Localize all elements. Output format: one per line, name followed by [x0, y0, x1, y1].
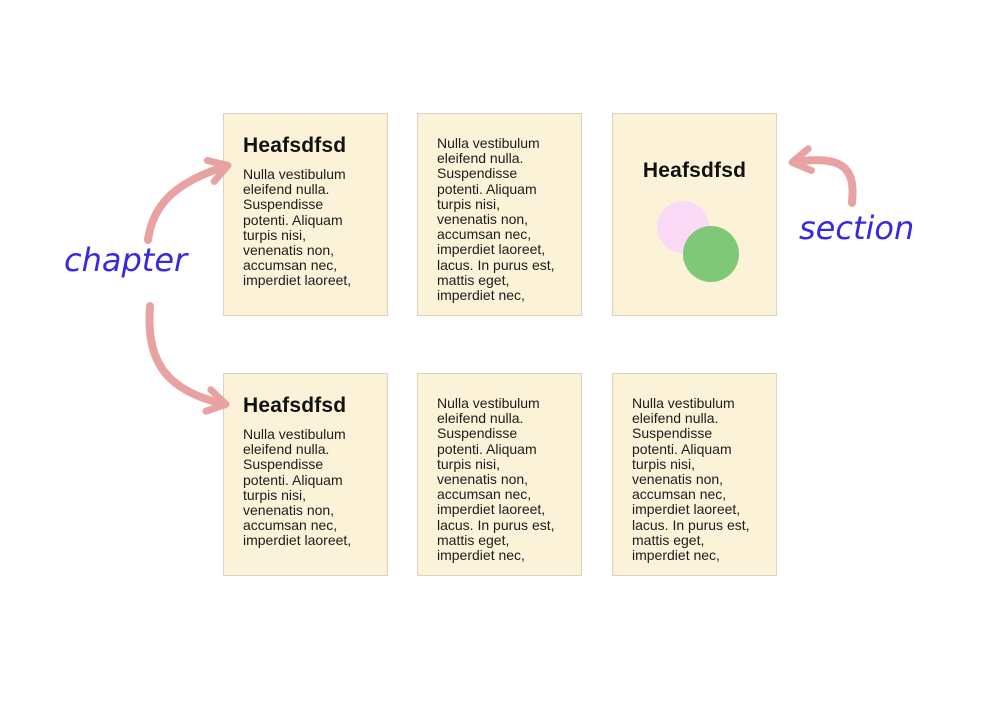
chapter-label[interactable]: chapter	[64, 241, 188, 279]
card-body-text: Nulla vestibulum eleifend nulla. Suspend…	[632, 395, 750, 564]
arrow-chapter-to-bottom-card[interactable]	[145, 302, 230, 415]
green-circle[interactable]	[683, 226, 739, 282]
card-body-text: Nulla vestibulum eleifend nulla. Suspend…	[437, 395, 555, 564]
card-heading: Heafsdfsd	[642, 159, 747, 182]
card-text-top-middle[interactable]: Nulla vestibulum eleifend nulla. Suspend…	[417, 113, 582, 316]
venn-diagram	[657, 201, 739, 282]
card-heading: Heafsdfsd	[243, 134, 347, 157]
card-body-text: Nulla vestibulum eleifend nulla. Suspend…	[437, 135, 555, 304]
card-body-text: Nulla vestibulum eleifend nulla. Suspend…	[243, 166, 352, 289]
card-chapter-top[interactable]: Heafsdfsd Nulla vestibulum eleifend null…	[223, 113, 388, 316]
card-text-bottom-middle[interactable]: Nulla vestibulum eleifend nulla. Suspend…	[417, 373, 582, 576]
card-chapter-bottom[interactable]: Heafsdfsd Nulla vestibulum eleifend null…	[223, 373, 388, 576]
card-section[interactable]: Heafsdfsd	[612, 113, 777, 316]
arrow-section-to-card[interactable]	[788, 145, 857, 207]
arrow-chapter-to-top-card[interactable]	[144, 157, 232, 244]
card-text-bottom-right[interactable]: Nulla vestibulum eleifend nulla. Suspend…	[612, 373, 777, 576]
card-heading: Heafsdfsd	[243, 394, 347, 417]
card-body-text: Nulla vestibulum eleifend nulla. Suspend…	[243, 426, 352, 549]
section-label[interactable]: section	[799, 209, 915, 247]
